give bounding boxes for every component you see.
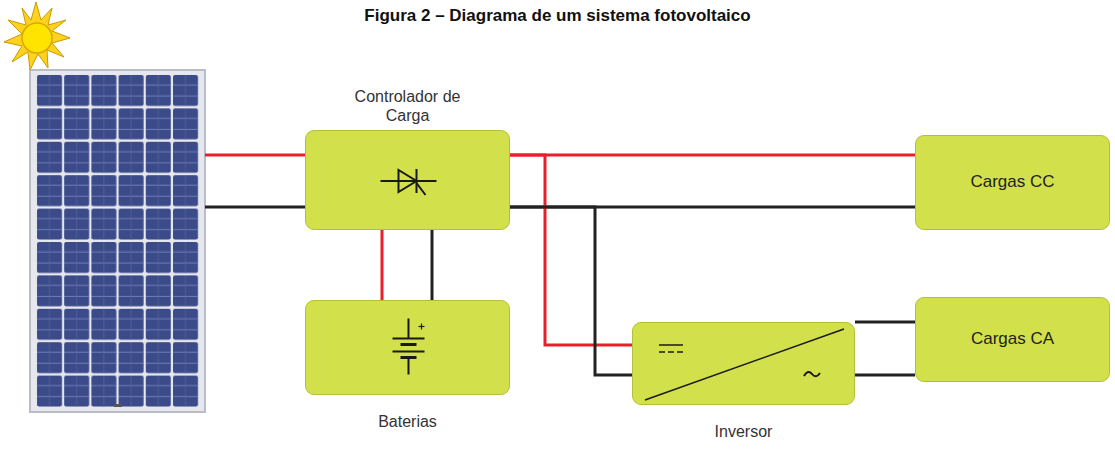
box-content: Cargas CA [916,298,1109,381]
box-content: Cargas CC [916,136,1109,229]
panel-wire-negative [205,206,306,209]
box-label: Cargas CC [970,172,1054,192]
diode-stroke [381,180,437,182]
inverter-stroke [659,344,683,346]
battery-stroke [393,351,425,353]
wire-pair [510,155,915,207]
battery-stroke [393,338,425,340]
ac-wave [804,372,820,376]
diode-stroke [416,169,418,193]
battery-stroke [408,319,410,339]
positive-wire [510,155,632,345]
inverter-stroke [659,351,665,353]
diode-triangle [399,170,417,192]
negative-wire [510,207,632,375]
charge-controller-box: Controlador de Carga [305,130,510,230]
component-label: Baterias [333,412,483,431]
box-label: Cargas CA [971,329,1054,349]
component-label: Controlador de Carga [343,87,473,125]
panel-frame [30,70,205,412]
panel-cells [36,74,199,408]
wire-pair [855,322,915,375]
battery-box: Baterias [305,300,510,395]
figure-title: Figura 2 – Diagrama de um sistema fotovo… [0,6,1115,26]
negative-wire [855,374,915,377]
battery-stroke [408,358,410,375]
inverter-symbol [633,323,854,404]
diode-symbol [306,131,509,229]
inverter-stroke [677,351,683,353]
negative-wire [431,230,434,300]
battery-stroke [401,343,417,346]
positive-wire [381,230,384,300]
sun-icon [4,2,70,70]
panel-wire-positive [205,154,306,157]
battery-symbol [306,301,509,394]
negative-wire [855,321,915,324]
ac-load-box: Cargas CA [915,297,1110,382]
diode-stroke [417,183,426,195]
inverter-stroke [668,351,674,353]
inverter-stroke [645,329,844,400]
panel-junction [114,404,122,407]
component-label: Inversor [669,422,819,441]
battery-stroke [421,324,422,330]
wire-pair [510,155,632,375]
inverter-box: Inversor [632,322,855,405]
positive-wire [510,154,915,157]
wire-pair [382,230,432,300]
dc-load-box: Cargas CC [915,135,1110,230]
